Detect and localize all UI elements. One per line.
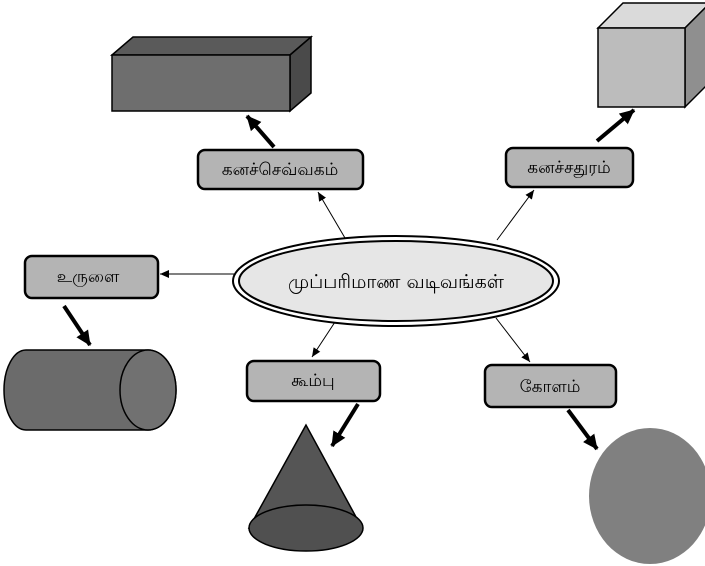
sphere-shape xyxy=(589,428,705,564)
cuboid-node: கனச்செவ்வகம் xyxy=(196,148,365,191)
cube-shape xyxy=(596,2,705,109)
cuboid-shape xyxy=(109,35,314,113)
arrow-to-sphere-shape xyxy=(566,408,599,451)
cube-node: கனச்சதுரம் xyxy=(504,146,635,189)
cylinder-node: உருளை xyxy=(23,254,160,300)
sphere-label: கோளம் xyxy=(520,377,581,397)
center-node: முப்பரிமாண வடிவங்கள் xyxy=(232,235,560,327)
cone-label: கூம்பு xyxy=(291,371,334,391)
arrow-to-cylinder-shape xyxy=(62,304,92,347)
cone-shape xyxy=(247,423,364,552)
connector-to-cube xyxy=(496,189,535,241)
center-label: முப்பரிமாண வடிவங்கள் xyxy=(288,271,505,294)
cuboid-label: கனச்செவ்வகம் xyxy=(222,160,339,180)
cylinder-shape xyxy=(3,349,177,431)
cone-node: கூம்பு xyxy=(245,359,382,403)
sphere-node: கோளம் xyxy=(483,363,618,409)
cylinder-label: உருளை xyxy=(57,267,120,287)
arrow-to-cuboid-shape xyxy=(245,114,276,149)
cube-label: கனச்சதுரம் xyxy=(527,158,610,178)
arrow-to-cube-shape xyxy=(595,108,636,143)
connector-to-cuboid xyxy=(317,191,346,239)
arrow-to-cone-shape xyxy=(330,402,360,448)
connector-to-sphere xyxy=(495,317,531,363)
connector-to-cone xyxy=(311,321,336,358)
